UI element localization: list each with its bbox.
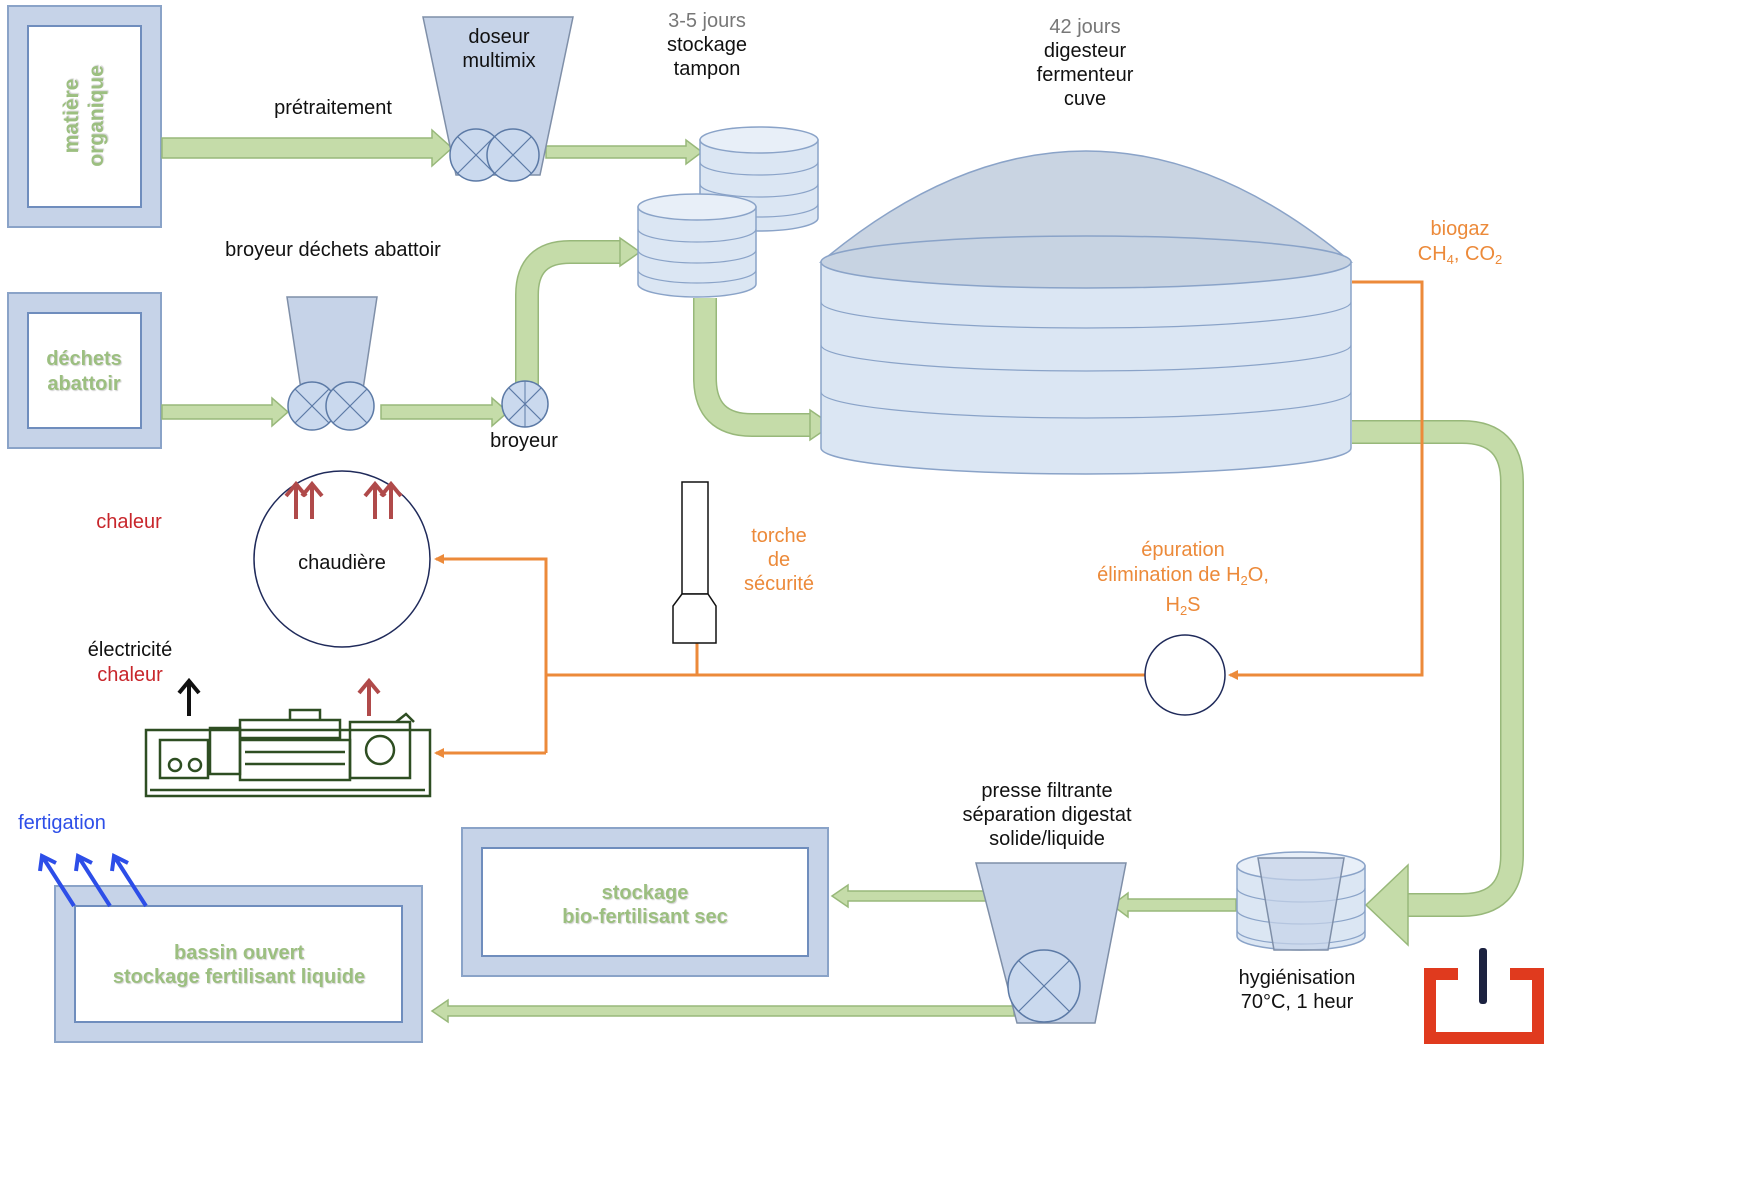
filter-press-label: presse filtrante séparation digestat sol… [962,780,1132,850]
hygienisation-tank [1236,851,1366,951]
liquid-storage-box [54,885,423,1043]
buffer-storage-label: 3-5 jours stockage tampon [666,10,748,80]
fertigation-label: fertigation [18,812,106,834]
dry-storage-label: stockage bio-fertilisant sec [562,882,728,928]
flow-arrow-press-dry [830,883,991,909]
organic-matter-box [7,5,162,228]
pretreatment-label: prétraitement [274,97,392,119]
generator-icon [144,708,432,798]
organic-matter-label: matière organique [60,65,108,167]
pipe-digester-to-hygienisation [1352,420,1524,917]
fertigation-arrows [38,852,148,908]
flare-icon [672,481,717,644]
heat-label-top: chaleur [96,511,162,533]
abattoir-waste-box [7,292,162,449]
liquid-storage-label: bassin ouvert stockage fertilisant liqui… [112,942,366,988]
abattoir-waste-label: déchets abattoir [46,348,122,395]
abattoir-crusher-label: broyeur déchets abattoir [225,239,441,261]
crusher-icon [287,381,375,431]
biogas-lines [434,280,1424,758]
biogas-label: biogaz CH4, CO2 [1417,218,1503,267]
logo-icon [1424,948,1544,1044]
electricity-heat-arrows [177,677,381,716]
doser-label: doseur multimix [462,26,536,72]
dry-storage-box [461,827,829,977]
flow-arrow-organic [161,128,454,168]
purification-unit [1144,634,1226,716]
electricity-label: électricité chaleur [87,639,173,686]
filter-press [975,862,1127,1024]
boiler-label: chaudière [298,552,386,574]
buffer-tank-front [637,193,757,298]
flow-arrow-doser-buffer [545,138,704,166]
flow-arrow-press-liquid [430,998,1015,1024]
mixer-icon [449,128,540,182]
flow-arrow-abattoir [161,396,290,428]
crusher-label: broyeur [490,430,558,452]
hygienisation-label: hygiénisation 70°C, 1 heur [1238,967,1356,1013]
crusher-pump-icon [501,380,549,428]
digester-tank [818,150,1354,475]
green-flow-arrows-lower [430,883,1237,1024]
green-flow-arrows [161,128,704,428]
abattoir-crusher [286,296,378,431]
flow-arrow-hygienisation-press [1110,891,1237,919]
heat-arrows-boiler [284,480,403,519]
flow-arrow-crusher [380,396,510,428]
flare-label: torche de sécurité [743,525,815,595]
doser-multimix [422,16,574,182]
digester-label: 42 jours digesteur fermenteur cuve [1036,16,1134,110]
purification-label: épuration élimination de H2O, H2S [1097,539,1269,618]
